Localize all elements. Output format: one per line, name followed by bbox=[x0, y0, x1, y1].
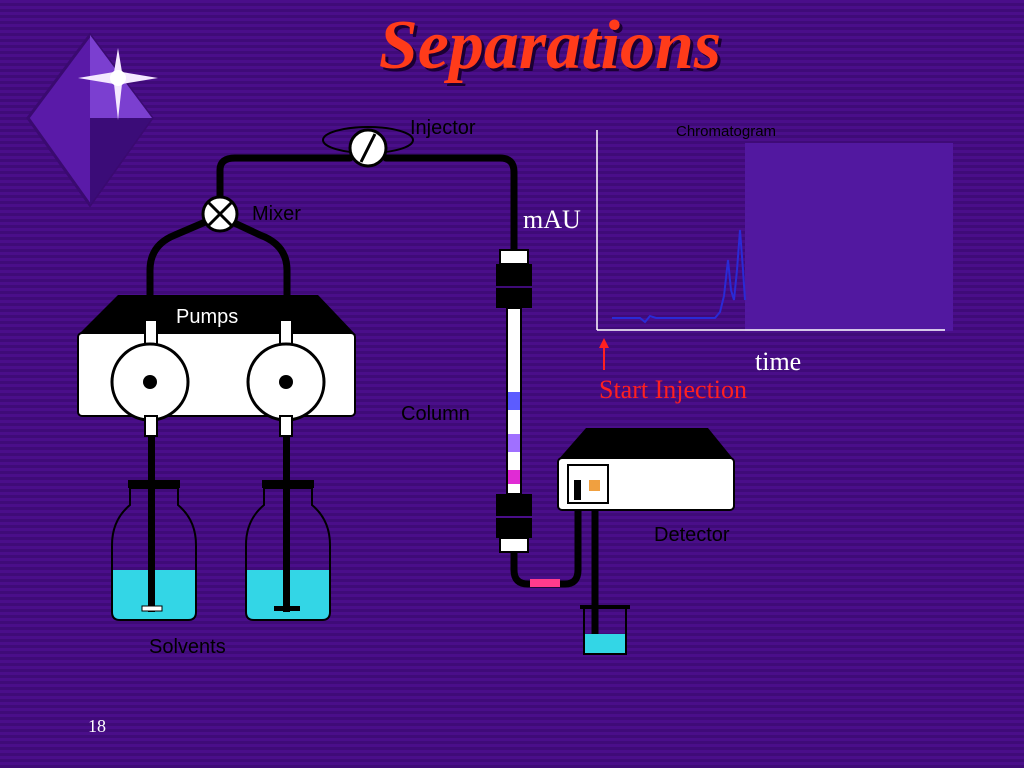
mixer-label: Mixer bbox=[252, 203, 301, 225]
waste-beaker bbox=[580, 605, 630, 655]
column bbox=[496, 249, 532, 553]
tubing bbox=[146, 154, 599, 644]
x-axis-label: time bbox=[755, 347, 802, 376]
tubing-band bbox=[530, 579, 560, 587]
slide-title: Separations bbox=[378, 7, 722, 84]
mixer-valve-icon bbox=[201, 195, 239, 233]
solvents-label: Solvents bbox=[149, 636, 226, 658]
page-number: 18 bbox=[88, 716, 106, 736]
chromatogram-panel bbox=[745, 143, 953, 331]
solvent-bottle-right bbox=[245, 436, 331, 621]
chromatogram bbox=[596, 130, 953, 370]
solvent-bottle-left bbox=[111, 436, 197, 621]
chromatogram-title: Chromatogram bbox=[676, 123, 777, 140]
injector-label: Injector bbox=[410, 117, 476, 139]
column-label: Column bbox=[401, 403, 470, 425]
pumps-label: Pumps bbox=[176, 306, 239, 328]
injector-valve-icon bbox=[322, 126, 414, 168]
diamond-logo-icon bbox=[26, 32, 158, 208]
y-axis-label: mAU bbox=[523, 205, 581, 234]
start-injection-label: Start Injection bbox=[599, 375, 748, 404]
detector-label: Detector bbox=[654, 524, 730, 546]
start-injection-arrowhead bbox=[599, 338, 609, 348]
detector-unit bbox=[557, 428, 735, 511]
pumps-unit bbox=[77, 295, 356, 437]
chromatogram-trace bbox=[612, 229, 746, 324]
